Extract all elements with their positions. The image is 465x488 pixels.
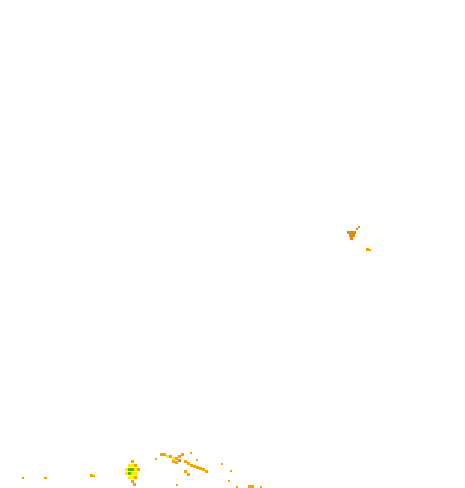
- precip-cell-southwest: [125, 460, 140, 486]
- precip-cell-east: [347, 226, 360, 240]
- precip-band-south: [155, 452, 208, 476]
- precip-dot-east: [366, 248, 371, 251]
- precip-scatter: [22, 463, 262, 488]
